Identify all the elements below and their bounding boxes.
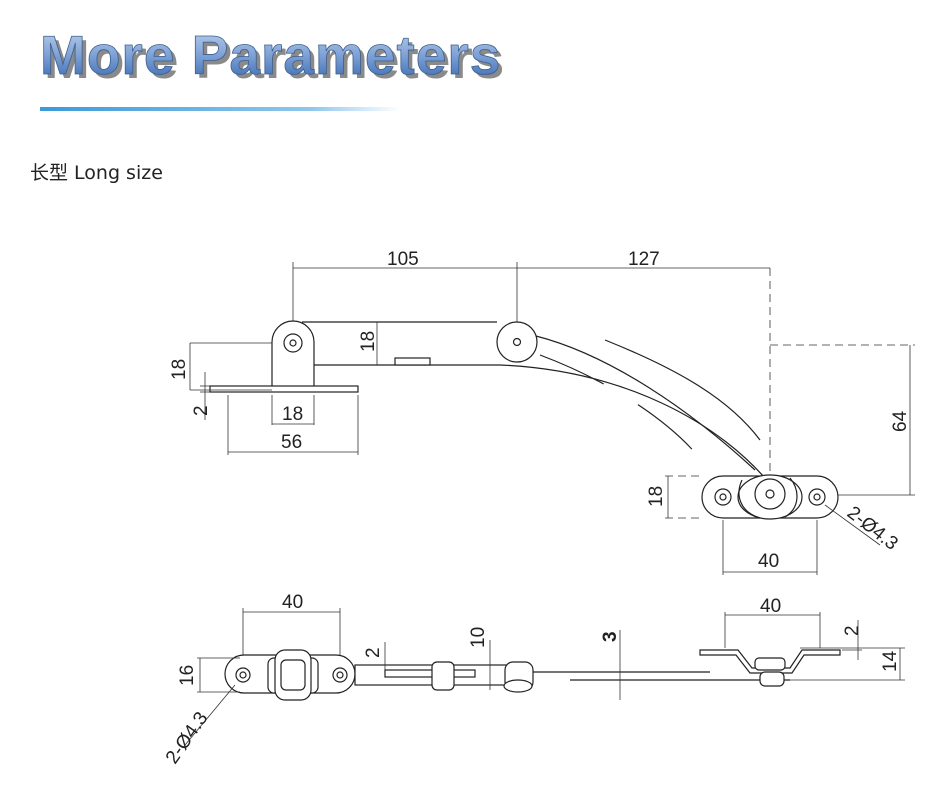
dim-40-foot: 40 (758, 551, 779, 572)
dim-10: 10 (468, 627, 489, 648)
side-view: 40 16 2-Ø4.3 2 10 3 (162, 592, 905, 768)
dim-14: 14 (880, 650, 901, 672)
top-view: 105 127 18 2 18 18 56 (169, 249, 915, 575)
dim-56: 56 (281, 432, 302, 453)
dim-40-right: 40 (760, 596, 781, 617)
dim-18-left: 18 (169, 359, 190, 380)
left-bracket (271, 320, 315, 391)
dim-40-left: 40 (282, 592, 303, 613)
dim-127: 127 (628, 249, 660, 270)
dim-3: 3 (600, 631, 621, 642)
title-underline (40, 107, 400, 111)
page-title: More Parameters More Parameters (40, 24, 505, 111)
dim-18-arm: 18 (358, 331, 379, 352)
arm (302, 321, 776, 491)
dim-2-left: 2 (191, 405, 212, 416)
dim-2-side: 2 (363, 647, 384, 658)
dim-105: 105 (387, 249, 419, 270)
dim-18-foot: 18 (646, 486, 667, 507)
dim-18-holes: 18 (282, 404, 303, 425)
section-label: 长型 Long size (30, 162, 163, 184)
dim-2-right: 2 (842, 625, 863, 636)
base-plate (209, 385, 359, 393)
dim-16: 16 (177, 665, 198, 686)
title-text: More Parameters (40, 24, 501, 86)
dim-64: 64 (890, 410, 911, 432)
dim-left-holes: 2-Ø4.3 (162, 708, 213, 768)
title-shadow: More Parameters (44, 28, 505, 90)
dim-foot-holes: 2-Ø4.3 (843, 502, 902, 554)
